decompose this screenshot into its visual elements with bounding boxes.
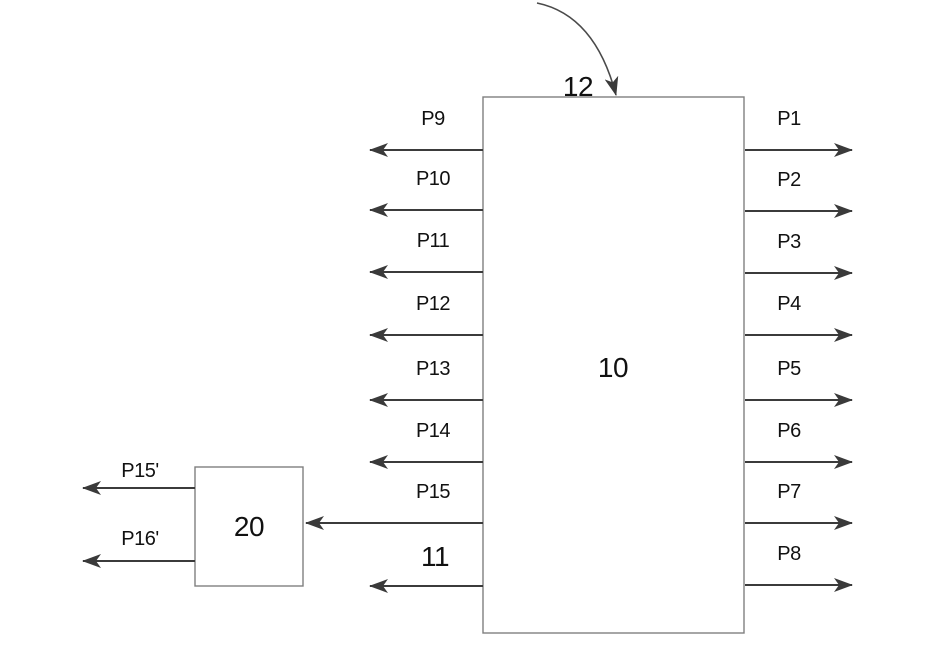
- block-10-label: 10: [598, 352, 628, 383]
- port-label-p9: P9: [421, 108, 445, 130]
- port-label-p15-prime: P15': [121, 460, 158, 482]
- port-label-p11: P11: [417, 230, 450, 252]
- ref-11-label: 11: [421, 541, 449, 572]
- port-label-p2: P2: [777, 169, 801, 191]
- block-20: [194, 466, 304, 587]
- port-label-p10: P10: [416, 168, 450, 190]
- port-label-p13: P13: [416, 358, 450, 380]
- secondary-output-arrows: [82, 481, 195, 568]
- ref-12-label: 12: [563, 71, 593, 102]
- port-label-p3: P3: [777, 231, 801, 253]
- block-10: [482, 96, 745, 634]
- left-port-arrows: [369, 143, 483, 593]
- blocks: [194, 96, 745, 634]
- port-label-p1: P1: [777, 108, 801, 130]
- port-label-p12: P12: [416, 293, 450, 315]
- block-20-label: 20: [234, 511, 264, 542]
- port-label-p14: P14: [416, 420, 450, 442]
- port-label-p6: P6: [777, 420, 801, 442]
- port-label-p7: P7: [777, 481, 801, 503]
- pointer-curve-12: [536, 2, 619, 96]
- port-label-p4: P4: [777, 293, 801, 315]
- port-label-p5: P5: [777, 358, 801, 380]
- right-port-arrows: [745, 143, 853, 592]
- port-label-p15: P15: [416, 481, 450, 503]
- port-label-p16-prime: P16': [121, 528, 158, 550]
- labels: 10 20 12 11 P1 P2 P3 P4 P5 P6 P7 P8 P9 P…: [121, 71, 801, 572]
- port-label-p8: P8: [777, 543, 801, 565]
